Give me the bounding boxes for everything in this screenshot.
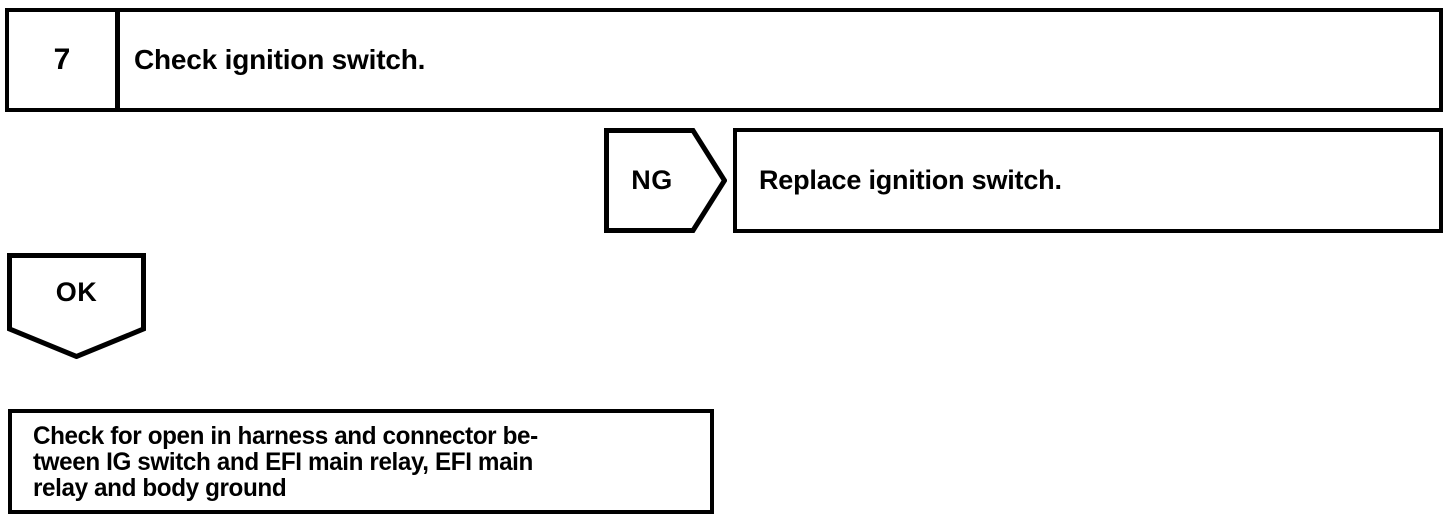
- step-number-cell: 7: [9, 12, 120, 108]
- ng-branch-arrow: NG: [604, 128, 727, 233]
- ok-arrow-icon: [7, 253, 146, 359]
- ok-result-text: Check for open in harness and connector …: [33, 422, 538, 502]
- step-instruction-cell: Check ignition switch.: [120, 12, 1439, 108]
- step-number: 7: [53, 43, 71, 76]
- ok-branch-label: OK: [55, 276, 98, 307]
- ng-result-text: Replace ignition switch.: [759, 165, 1062, 195]
- ok-result-box: Check for open in harness and connector …: [8, 409, 714, 514]
- ng-result-box: Replace ignition switch.: [733, 128, 1443, 233]
- ng-branch-label: NG: [631, 165, 673, 195]
- step-row: 7 Check ignition switch.: [5, 8, 1443, 112]
- step-instruction-text: Check ignition switch.: [134, 44, 426, 75]
- ng-arrow-icon: [604, 128, 727, 233]
- ok-branch-arrow: OK: [7, 253, 146, 359]
